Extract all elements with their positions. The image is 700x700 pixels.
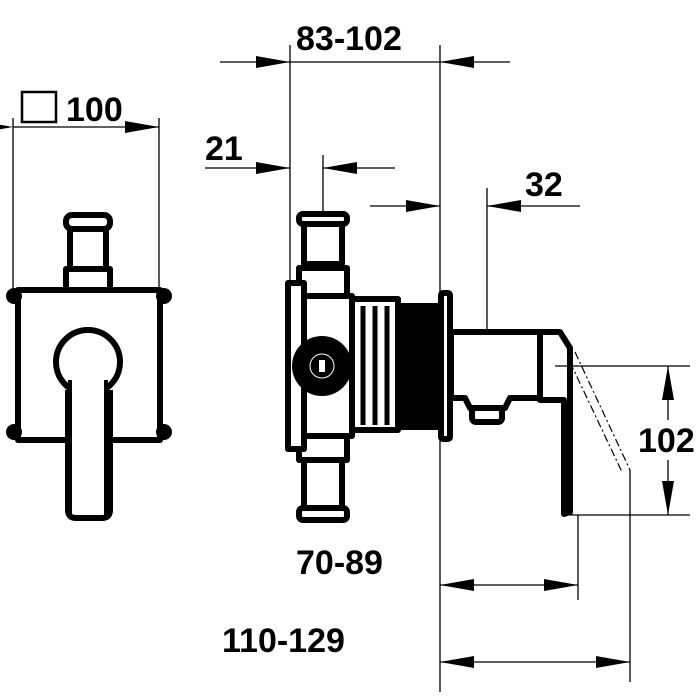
dim-projection: 70-89 [296, 544, 383, 582]
dimension-32: 32 [370, 166, 580, 212]
side-view [285, 45, 690, 692]
dim-front-width: 100 [66, 91, 123, 129]
square-section-icon [20, 90, 58, 124]
dim-lever-height: 102 [638, 422, 695, 460]
dim-pipe-offset: 21 [205, 130, 243, 168]
dimension-102: 102 [636, 366, 700, 515]
dimension-21: 21 [205, 130, 395, 174]
dim-escutcheon-offset: 32 [525, 166, 563, 204]
dim-total-projection: 110-129 [222, 622, 345, 660]
front-view: 100 [0, 90, 172, 521]
dimension-110-129: 110-129 [222, 622, 630, 668]
dim-wall-depth: 83-102 [296, 20, 402, 58]
dimension-83-102: 83-102 [220, 20, 510, 68]
dimension-70-89: 70-89 [296, 544, 578, 591]
